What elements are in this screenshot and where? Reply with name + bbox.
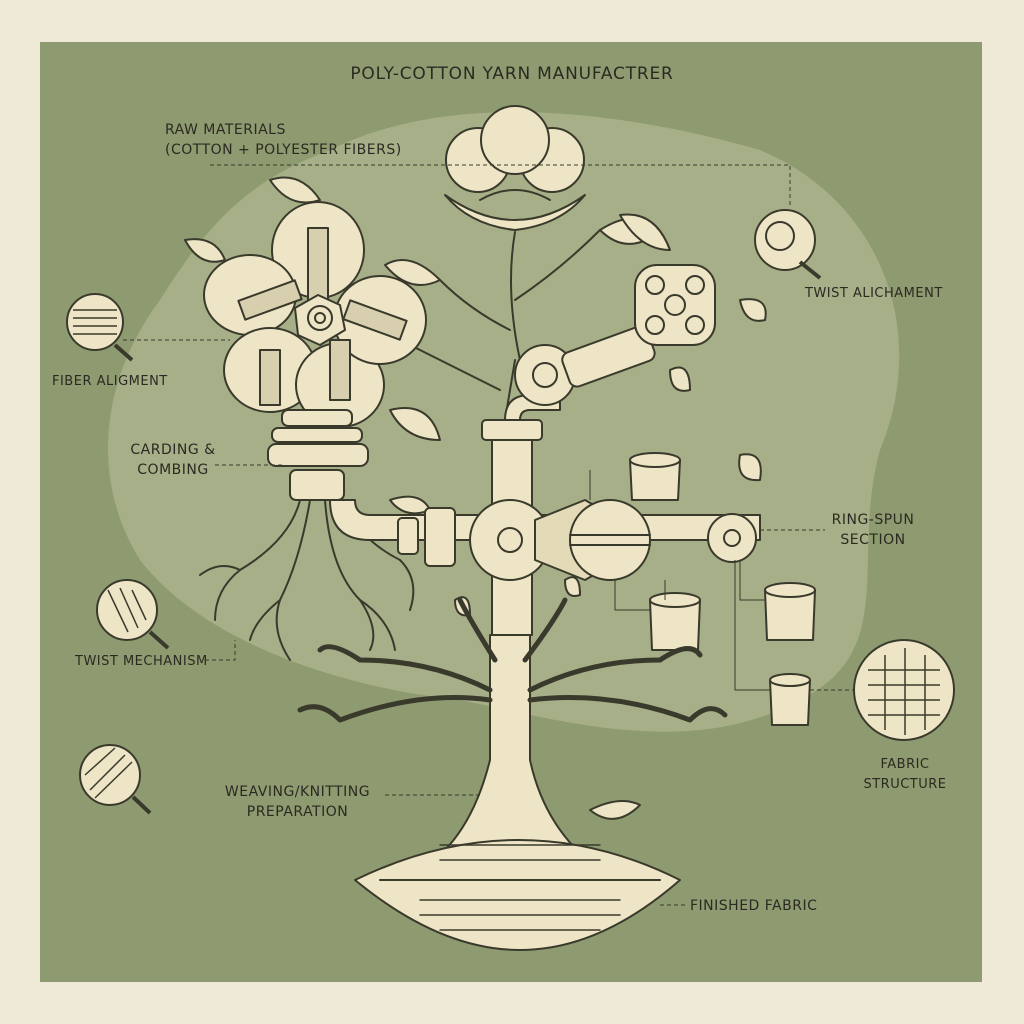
finished-fabric-label: FINISHED FABRIC bbox=[690, 898, 818, 914]
fabric-structure-line1: FABRIC bbox=[880, 757, 930, 772]
raw-materials-line2: (COTTON + POLYESTER FIBERS) bbox=[165, 142, 402, 158]
spool-icon bbox=[629, 452, 816, 726]
ring-spun-section-label: RING-SPUN SECTION bbox=[818, 510, 928, 550]
tree-branches bbox=[297, 597, 728, 723]
carding-line2: COMBING bbox=[137, 462, 209, 478]
fabric-structure-line2: STRUCTURE bbox=[863, 777, 947, 792]
twist-alignment-label: TWIST ALICHAMENT bbox=[805, 286, 943, 301]
leader-lines bbox=[123, 164, 854, 906]
carding-line1: CARDING & bbox=[130, 442, 216, 458]
fiber-alignment-label: FIBER ALIGMENT bbox=[52, 374, 168, 389]
leaf-icon bbox=[184, 176, 767, 820]
weaving-line1: WEAVING/KNITTING bbox=[224, 784, 371, 800]
cotton-boll-icon bbox=[444, 105, 586, 361]
raw-materials-label: RAW MATERIALS (COTTON + POLYESTER FIBERS… bbox=[165, 120, 402, 160]
carding-base bbox=[281, 409, 353, 427]
ring-spun-line2: SECTION bbox=[840, 532, 906, 548]
weaving-line2: PREPARATION bbox=[246, 804, 349, 820]
twist-mechanism-label: TWIST MECHANISM bbox=[75, 654, 208, 669]
carding-combing-label: CARDING & COMBING bbox=[118, 440, 228, 480]
ring-spun-line1: RING-SPUN bbox=[831, 512, 915, 528]
fabric-structure-label: FABRIC STRUCTURE bbox=[850, 755, 960, 795]
raw-materials-line1: RAW MATERIALS bbox=[165, 122, 286, 138]
carding-flower-icon bbox=[203, 201, 427, 428]
fabric-bowl bbox=[354, 839, 681, 951]
magnifier-icon bbox=[66, 209, 955, 815]
connector-lines bbox=[589, 470, 770, 691]
weaving-preparation-label: WEAVING/KNITTING PREPARATION bbox=[210, 782, 385, 822]
diagram-title: POLY-COTTON YARN MANUFACTRER bbox=[350, 64, 674, 84]
